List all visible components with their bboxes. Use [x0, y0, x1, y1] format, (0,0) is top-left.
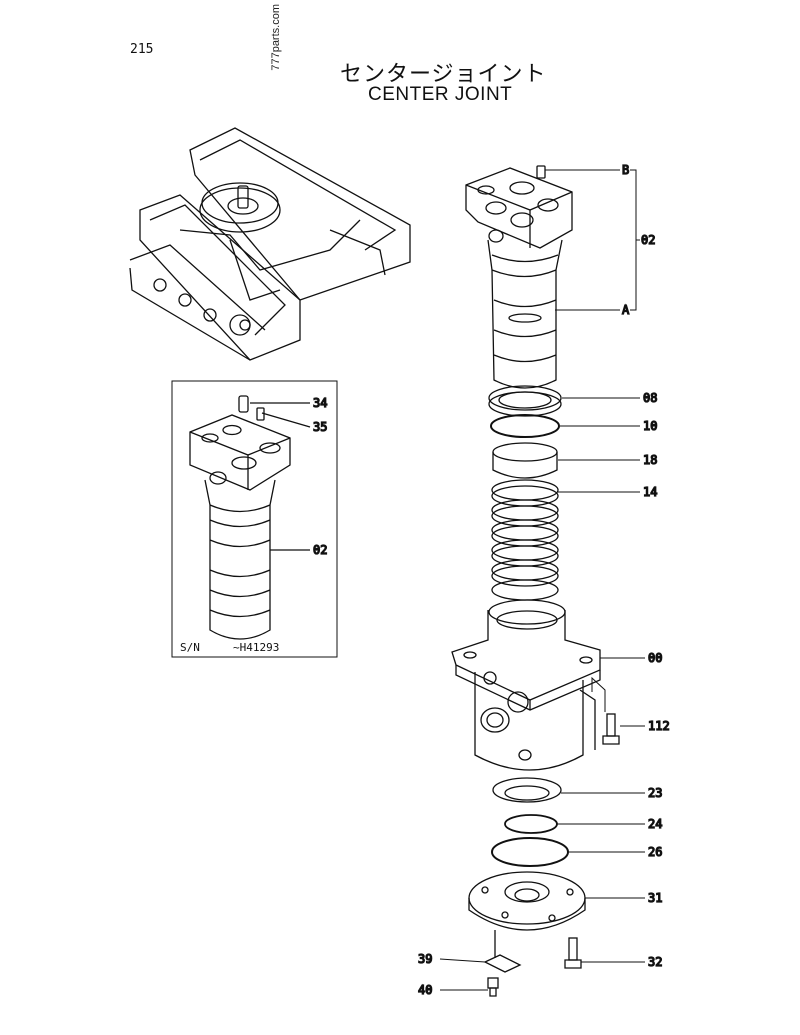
page-number: 215: [130, 42, 154, 57]
callout-24: 24: [648, 817, 662, 831]
callout-112: 112: [648, 719, 670, 733]
seal-stack: [491, 479, 559, 601]
callout-31: 31: [648, 891, 662, 905]
main-exploded-view: [439, 165, 645, 997]
title-english: CENTER JOINT: [368, 84, 513, 105]
serial-prefix: S/N: [180, 641, 200, 654]
inset-box: [171, 380, 338, 658]
callout-14: 14: [643, 485, 657, 499]
callout-26: 26: [648, 845, 662, 859]
inset-callout-34: 34: [313, 396, 327, 410]
callout-40: 40: [418, 983, 432, 997]
callout-23: 23: [648, 786, 662, 800]
callout-39: 39: [418, 952, 432, 966]
serial-range: ~H41293: [233, 641, 280, 654]
callout-00: 00: [648, 651, 662, 665]
callout-10: 10: [643, 419, 657, 433]
callout-B: B: [622, 163, 629, 177]
callout-18: 18: [643, 453, 657, 467]
callout-32: 32: [648, 955, 662, 969]
inset-callout-35: 35: [313, 420, 327, 434]
callout-A: A: [622, 303, 630, 317]
inset-callout-02: 02: [313, 543, 327, 557]
undercarriage-illustration: [129, 127, 411, 361]
callout-08: 08: [643, 391, 657, 405]
callout-02: 02: [641, 233, 655, 247]
title-japanese: センタージョイント: [340, 62, 547, 87]
inset-serial-number: S/N ~H41293: [180, 641, 279, 654]
